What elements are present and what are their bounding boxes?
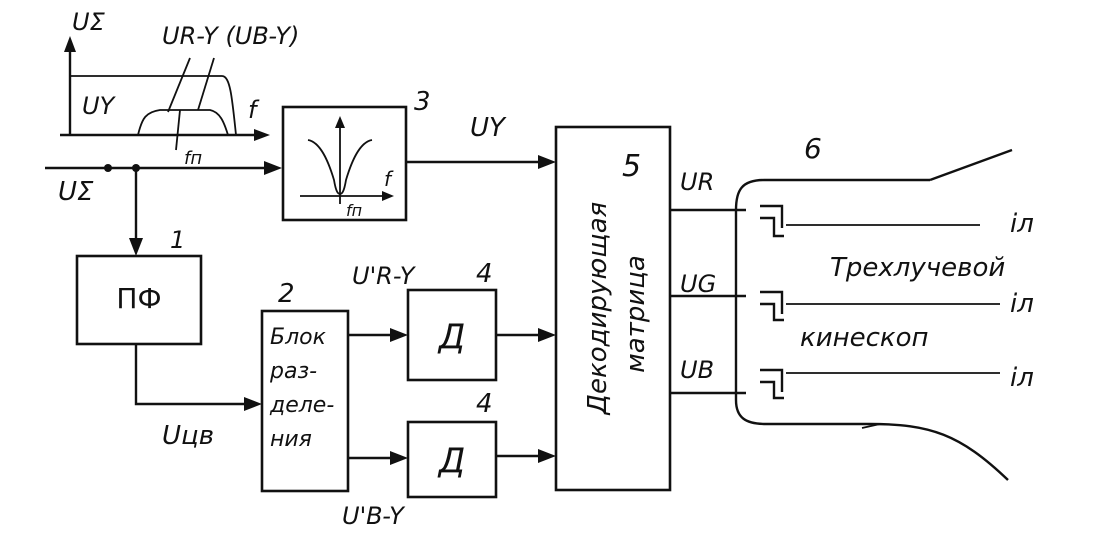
inset-x-axis-arrow — [254, 129, 270, 141]
inset-freq-label: f — [248, 96, 260, 124]
detector-top-label: Д — [437, 317, 466, 357]
kinescope-line-1: Трехлучевой — [830, 253, 1005, 283]
beam-current-label-r: iл — [1010, 209, 1034, 239]
kinescope-bottom-tick — [861, 423, 881, 429]
kinescope-envelope — [734, 178, 1009, 481]
input-to-psf-arrow — [129, 238, 143, 256]
detector-bottom-out-arrow — [538, 449, 556, 463]
detector-bottom-number: 4 — [476, 389, 493, 419]
detector-top-number: 4 — [476, 259, 493, 289]
separator-line-4: ния — [270, 427, 312, 452]
filter-subcarrier-label: fп — [346, 201, 362, 220]
spectrum-inset: UΣ UR-Y (UB-Y) UY f fп — [60, 8, 299, 169]
inset-chroma-label: UR-Y (UB-Y) — [162, 22, 299, 50]
chroma-leader-2 — [197, 57, 215, 111]
uby-label: U'B-Y — [342, 502, 406, 530]
decoding-matrix-block: 5 Декодирующая матрица — [554, 125, 672, 492]
detector-bottom-label: Д — [437, 441, 466, 481]
subcarrier-marker — [175, 109, 181, 151]
uby-arrow — [390, 451, 408, 465]
kinescope-line-2: кинескоп — [800, 323, 929, 353]
inset-y-axis-arrow — [64, 36, 76, 52]
separator-line-1: Блок — [270, 325, 327, 350]
kinescope-block: 6 Трехлучевой кинескоп iл iл iл — [734, 132, 1034, 481]
inset-subcarrier-label: fп — [184, 148, 202, 169]
ur-label: UR — [680, 168, 714, 196]
ub-label: UB — [680, 356, 714, 384]
decoding-matrix-line-2: матрица — [621, 255, 651, 373]
gun-r-icon — [760, 204, 784, 238]
detector-bottom-block: 4 Д — [406, 389, 498, 499]
separator-line-2: раз- — [269, 359, 317, 384]
bandpass-filter-box — [75, 254, 203, 346]
input-signal-label: UΣ — [58, 177, 94, 207]
ury-arrow — [390, 328, 408, 342]
decoding-matrix-line-1: Декодирующая — [583, 202, 613, 416]
beam-current-label-g: iл — [1010, 289, 1034, 319]
notch-filter-box — [281, 105, 408, 222]
separator-line-3: деле- — [269, 393, 334, 418]
decoding-matrix-box — [554, 125, 672, 492]
detector-bottom-box — [406, 420, 498, 499]
ucv-arrow — [244, 397, 262, 411]
bandpass-filter-number: 1 — [170, 226, 185, 254]
gun-b-icon — [760, 368, 784, 400]
luma-spectrum-curve — [70, 75, 237, 136]
filter-freq-label: f — [384, 167, 394, 191]
filter-subcarrier-arrow — [335, 116, 345, 128]
ucv-label: Uцв — [162, 421, 214, 451]
beam-current-label-b: iл — [1010, 363, 1034, 393]
inset-luma-label: UY — [82, 92, 117, 120]
notch-filter-block: 3 f fп — [281, 87, 431, 222]
chroma-spectrum-curve — [137, 109, 229, 136]
input-signal-path: UΣ — [45, 161, 282, 256]
kinescope-top-edge-right — [929, 148, 1013, 182]
ug-label: UG — [680, 270, 716, 298]
bandpass-filter-block: 1 ПФ — [75, 226, 203, 346]
filter-freq-arrow — [382, 191, 394, 201]
bandpass-filter-label: ПФ — [116, 282, 161, 315]
decoding-matrix-number: 5 — [622, 149, 641, 184]
inset-y-axis-label: UΣ — [72, 8, 106, 36]
gun-g-icon — [760, 290, 784, 322]
ury-label: U'R-Y — [352, 262, 417, 290]
separator-box — [260, 309, 350, 493]
detector-top-block: 4 Д — [406, 259, 498, 382]
detector-top-out-arrow — [538, 328, 556, 342]
ucv-line — [134, 344, 252, 406]
separator-number: 2 — [278, 279, 295, 309]
separator-block: 2 Блок раз- деле- ния — [260, 279, 350, 493]
junction-dot-1 — [104, 164, 112, 172]
chroma-leader-1 — [167, 57, 191, 113]
kinescope-number: 6 — [804, 132, 822, 165]
notch-filter-number: 3 — [414, 87, 431, 117]
uy-label: UY — [470, 113, 507, 143]
uy-arrow — [538, 155, 556, 169]
input-to-filter-arrow — [264, 161, 282, 175]
